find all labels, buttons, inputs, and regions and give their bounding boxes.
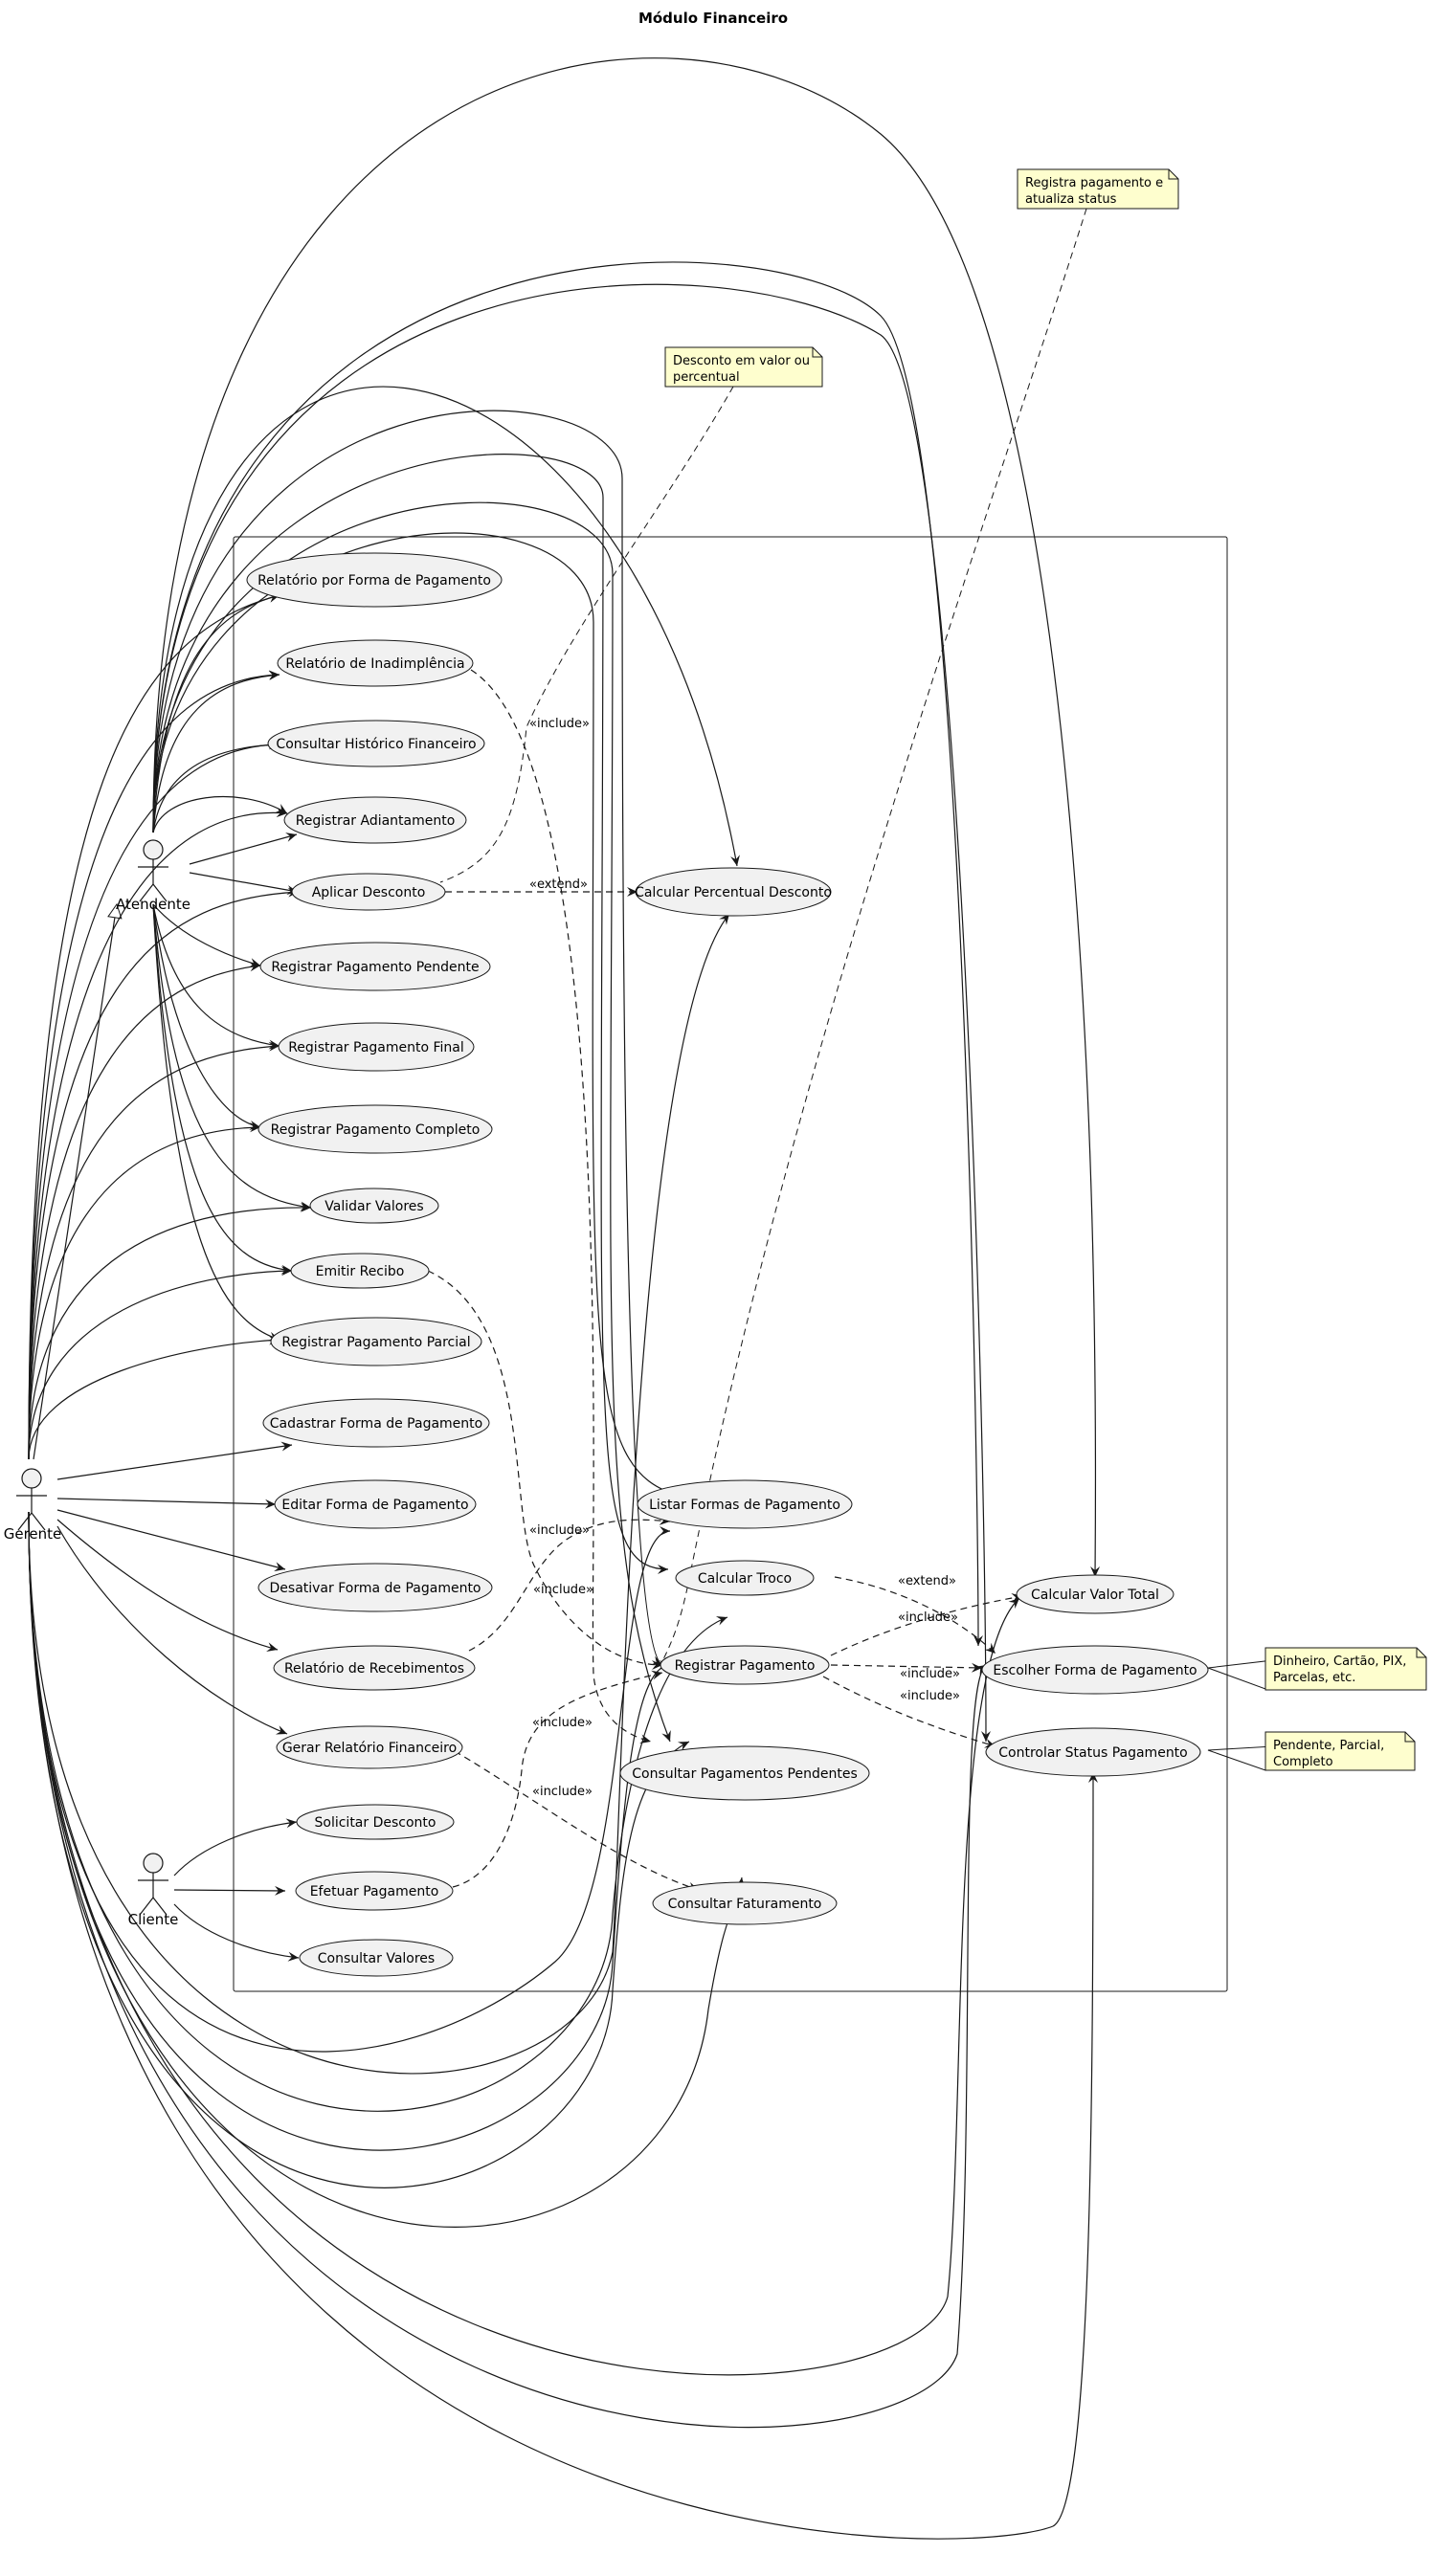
use-case-consultar-historico[interactable] xyxy=(267,720,485,767)
use-cases: Relatório por Forma de Pagamento Relatór… xyxy=(246,552,1209,1977)
use-case-label: Relatório por Forma de Pagamento xyxy=(257,573,491,588)
stereotype-include: «include» xyxy=(529,717,590,731)
use-case-label: Cadastrar Forma de Pagamento xyxy=(270,1416,482,1432)
use-case-label: Registrar Pagamento Completo xyxy=(271,1122,481,1138)
note-line: Registra pagamento e xyxy=(1025,176,1163,190)
stereotype-include: «include» xyxy=(900,1667,960,1681)
use-case-efetuar-pagamento[interactable] xyxy=(295,1871,454,1911)
atendente-long-edges xyxy=(152,57,1101,1743)
diagram-title: Módulo Financeiro xyxy=(638,10,788,27)
use-case-label: Consultar Histórico Financeiro xyxy=(276,737,476,752)
use-case-label: Calcular Percentual Desconto xyxy=(635,885,832,900)
actor-gerente[interactable]: Gerente xyxy=(4,1468,62,1543)
use-case-label: Validar Valores xyxy=(324,1199,423,1214)
actor-cliente[interactable]: Cliente xyxy=(128,1853,179,1928)
use-case-label: Consultar Valores xyxy=(318,1951,435,1966)
use-case-label: Desativar Forma de Pagamento xyxy=(270,1581,481,1596)
use-case-label: Aplicar Desconto xyxy=(312,885,426,900)
use-case-relatorio-inadimplencia[interactable] xyxy=(277,639,474,687)
note-status-pagamento: Pendente, Parcial, Completo xyxy=(1264,1731,1416,1771)
use-case-escolher-forma-pagamento[interactable] xyxy=(981,1645,1209,1695)
use-case-label: Solicitar Desconto xyxy=(315,1815,436,1831)
use-case-calcular-percentual-desconto[interactable] xyxy=(635,867,832,917)
use-case-registrar-pagamento[interactable] xyxy=(660,1645,830,1685)
note-line: Parcelas, etc. xyxy=(1273,1671,1355,1685)
use-case-label: Relatório de Recebimentos xyxy=(284,1661,464,1677)
use-case-label: Efetuar Pagamento xyxy=(310,1884,439,1899)
use-case-editar-forma-pagamento[interactable] xyxy=(274,1479,477,1529)
note-line: Completo xyxy=(1273,1755,1333,1769)
use-case-aplicar-desconto[interactable] xyxy=(291,873,446,911)
use-case-registrar-adiantamento[interactable] xyxy=(283,796,467,844)
actor-label: Cliente xyxy=(128,1911,179,1928)
note-formas-pagamento: Dinheiro, Cartão, PIX, Parcelas, etc. xyxy=(1264,1647,1427,1691)
use-case-solicitar-desconto[interactable] xyxy=(296,1804,455,1840)
use-case-label: Consultar Faturamento xyxy=(668,1897,822,1912)
dashed-relations xyxy=(427,669,1023,1892)
stereotype-include: «include» xyxy=(533,1583,593,1597)
use-case-registrar-pagamento-pendente[interactable] xyxy=(259,942,491,991)
note-registra-pagamento: Registra pagamento e atualiza status xyxy=(1017,168,1179,210)
use-case-registrar-pagamento-final[interactable] xyxy=(278,1022,475,1072)
stereotype-extend: «extend» xyxy=(529,877,588,892)
system-boundary xyxy=(233,536,1228,1992)
stereotype-include: «include» xyxy=(900,1689,960,1703)
gerente-edges xyxy=(28,593,312,1735)
stereotype-include: «include» xyxy=(529,1523,590,1538)
use-case-label: Consultar Pagamentos Pendentes xyxy=(632,1766,858,1782)
use-case-label: Registrar Pagamento xyxy=(675,1658,816,1674)
use-case-label: Registrar Pagamento Pendente xyxy=(271,960,479,975)
use-case-consultar-pagamentos-pendentes[interactable] xyxy=(619,1745,870,1801)
note-line: atualiza status xyxy=(1025,192,1117,207)
use-case-label: Registrar Adiantamento xyxy=(296,813,456,829)
note-line: Desconto em valor ou xyxy=(673,354,810,368)
actor-label: Gerente xyxy=(4,1525,62,1543)
note-line: Pendente, Parcial, xyxy=(1273,1739,1384,1753)
use-case-label: Registrar Pagamento Final xyxy=(288,1040,464,1055)
use-case-controlar-status-pagamento[interactable] xyxy=(985,1727,1201,1777)
use-case-gerar-relatorio-financeiro[interactable] xyxy=(276,1725,463,1769)
use-case-label: Escolher Forma de Pagamento xyxy=(993,1663,1197,1678)
use-case-label: Listar Formas de Pagamento xyxy=(649,1498,840,1513)
use-case-consultar-faturamento[interactable] xyxy=(652,1881,838,1925)
use-case-relatorio-forma-pagamento[interactable] xyxy=(246,552,503,608)
note-desconto: Desconto em valor ou percentual xyxy=(664,346,823,388)
use-case-calcular-valor-total[interactable] xyxy=(1016,1574,1175,1614)
stereotype-labels: «include» «extend» «include» «include» «… xyxy=(529,717,960,1799)
use-case-listar-formas-pagamento[interactable] xyxy=(637,1479,853,1529)
use-case-label: Emitir Recibo xyxy=(316,1264,405,1279)
use-case-label: Editar Forma de Pagamento xyxy=(281,1498,468,1513)
use-case-cadastrar-forma-pagamento[interactable] xyxy=(262,1398,490,1448)
use-case-calcular-troco[interactable] xyxy=(675,1560,815,1596)
stereotype-include: «include» xyxy=(532,1785,593,1799)
actor-atendente[interactable]: Atendente xyxy=(116,839,190,913)
actor-label: Atendente xyxy=(116,896,190,913)
use-case-label: Calcular Troco xyxy=(698,1571,792,1587)
note-line: percentual xyxy=(673,370,740,385)
stereotype-include: «include» xyxy=(898,1610,958,1625)
use-case-validar-valores[interactable] xyxy=(309,1188,439,1224)
use-case-label: Registrar Pagamento Parcial xyxy=(281,1335,470,1350)
use-case-label: Relatório de Inadimplência xyxy=(285,656,464,672)
use-case-relatorio-recebimentos[interactable] xyxy=(273,1645,476,1691)
use-case-label: Controlar Status Pagamento xyxy=(998,1745,1188,1761)
use-case-consultar-valores[interactable] xyxy=(299,1939,454,1977)
cliente-edges xyxy=(173,1818,300,1962)
stereotype-extend: «extend» xyxy=(898,1574,956,1588)
use-case-label: Calcular Valor Total xyxy=(1031,1588,1159,1603)
use-case-emitir-recibo[interactable] xyxy=(290,1253,430,1289)
note-line: Dinheiro, Cartão, PIX, xyxy=(1273,1654,1406,1669)
use-case-desativar-forma-pagamento[interactable] xyxy=(257,1563,493,1612)
use-case-registrar-pagamento-completo[interactable] xyxy=(257,1104,493,1154)
use-case-registrar-pagamento-parcial[interactable] xyxy=(270,1317,482,1366)
use-case-label: Gerar Relatório Financeiro xyxy=(282,1741,457,1756)
stereotype-include: «include» xyxy=(532,1716,593,1730)
